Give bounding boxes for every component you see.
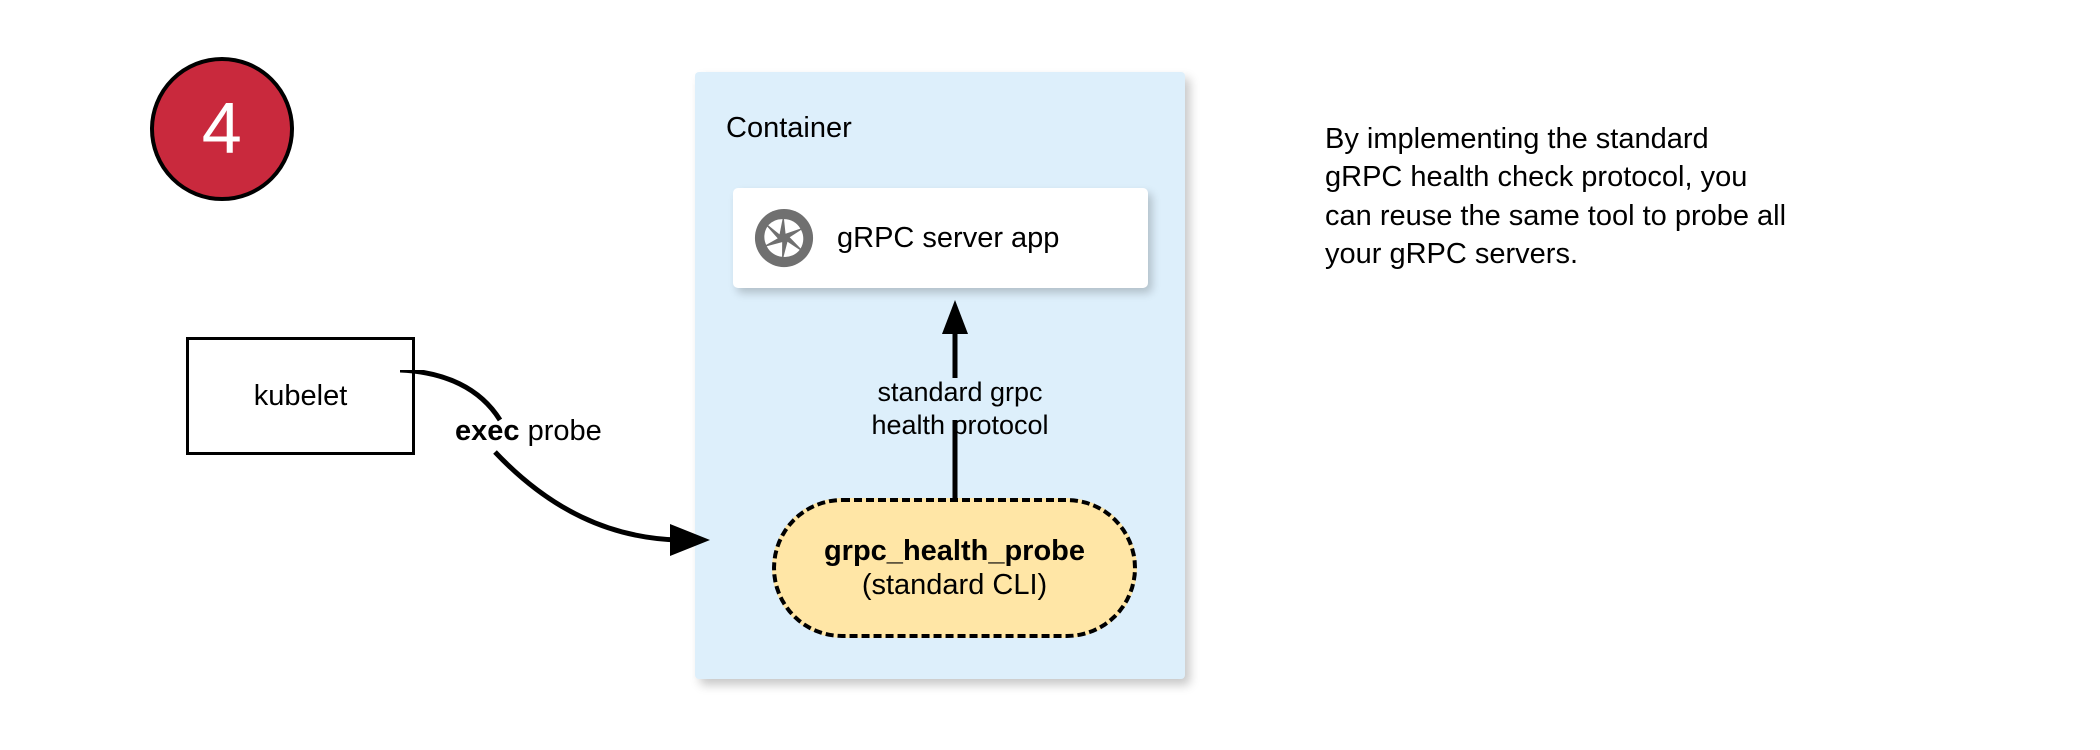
grpc-server-app-label: gRPC server app <box>837 221 1060 254</box>
exec-probe-label-rest: probe <box>519 415 602 447</box>
aperture-icon <box>754 208 814 268</box>
kubelet-label: kubelet <box>253 379 348 412</box>
annotation-line-1: By implementing the standard <box>1325 123 1709 155</box>
step-number-badge: 4 <box>150 57 294 201</box>
exec-probe-arrow <box>400 370 710 556</box>
standard-grpc-health-protocol-arrow <box>942 300 968 500</box>
container-title-label: Container <box>726 112 852 144</box>
exec-probe-edge-label: exec probe <box>455 415 602 448</box>
exec-probe-label-bold: exec <box>455 415 520 447</box>
grpc-health-probe-subtitle: (standard CLI) <box>861 569 1048 601</box>
protocol-edge-label: standard grpc health protocol <box>820 376 1100 442</box>
kubelet-node: kubelet <box>186 337 415 455</box>
grpc-health-probe-node: grpc_health_probe (standard CLI) <box>772 498 1137 638</box>
annotation-line-3: can reuse the same tool to probe all <box>1325 199 1787 232</box>
step-number-label: 4 <box>201 89 243 169</box>
grpc-health-probe-name: grpc_health_probe <box>823 534 1086 567</box>
protocol-edge-label-line2: health protocol <box>871 409 1049 440</box>
annotation-text-block: By implementing the standard gRPC health… <box>1325 120 1905 273</box>
annotation-line-2: gRPC health check protocol, you <box>1325 161 1748 194</box>
protocol-edge-label-line1: standard grpc <box>877 377 1043 407</box>
grpc-server-app-card: gRPC server app <box>733 188 1148 288</box>
annotation-line-4: your gRPC servers. <box>1325 237 1579 270</box>
